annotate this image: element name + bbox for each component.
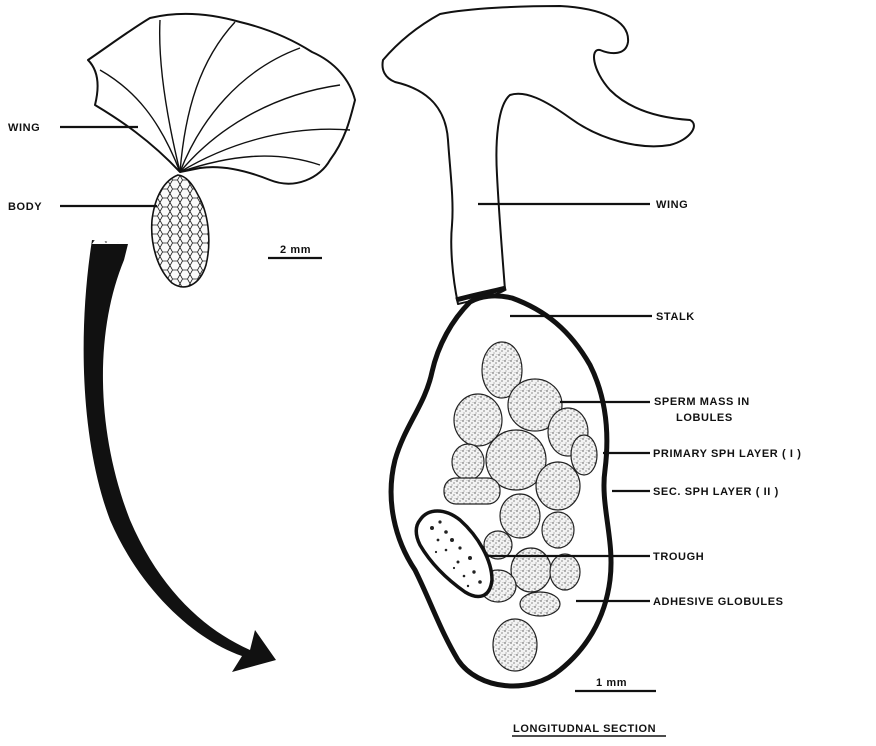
label-sperm-mass-line2: LOBULES: [676, 412, 733, 424]
lobule: [550, 554, 580, 590]
label-scale-2mm: 2 mm: [280, 244, 311, 256]
label-wing-right: WING: [656, 199, 688, 211]
label-secondary-layer: SEC. SPH LAYER ( II ): [653, 486, 779, 498]
section-title: LONGITUDNAL SECTION: [513, 723, 656, 735]
label-sperm-mass-line1: SPERM MASS IN: [654, 396, 750, 408]
wing-fan-ribs: [100, 20, 350, 172]
label-wing-left: WING: [8, 122, 40, 134]
lobule: [536, 462, 580, 510]
lobule: [493, 619, 537, 671]
label-primary-layer: PRIMARY SPH LAYER ( I ): [653, 448, 801, 460]
lobule: [520, 592, 560, 616]
lobule: [452, 444, 484, 480]
lobule: [444, 478, 500, 504]
lobule: [542, 512, 574, 548]
section-wing-shape: [383, 6, 694, 304]
curved-arrow-icon: [84, 240, 276, 672]
label-scale-1mm: 1 mm: [596, 677, 627, 689]
lobule: [484, 531, 512, 559]
lobule: [571, 435, 597, 475]
arrow-ragged-tail: [92, 236, 128, 244]
label-trough: TROUGH: [653, 551, 704, 563]
label-body: BODY: [8, 201, 42, 213]
label-adhesive: ADHESIVE GLOBULES: [653, 596, 784, 608]
label-stalk: STALK: [656, 311, 695, 323]
lobule: [511, 548, 551, 592]
lobule: [500, 494, 540, 538]
longitudinal-section: [383, 6, 694, 736]
body-shape: [152, 175, 209, 287]
